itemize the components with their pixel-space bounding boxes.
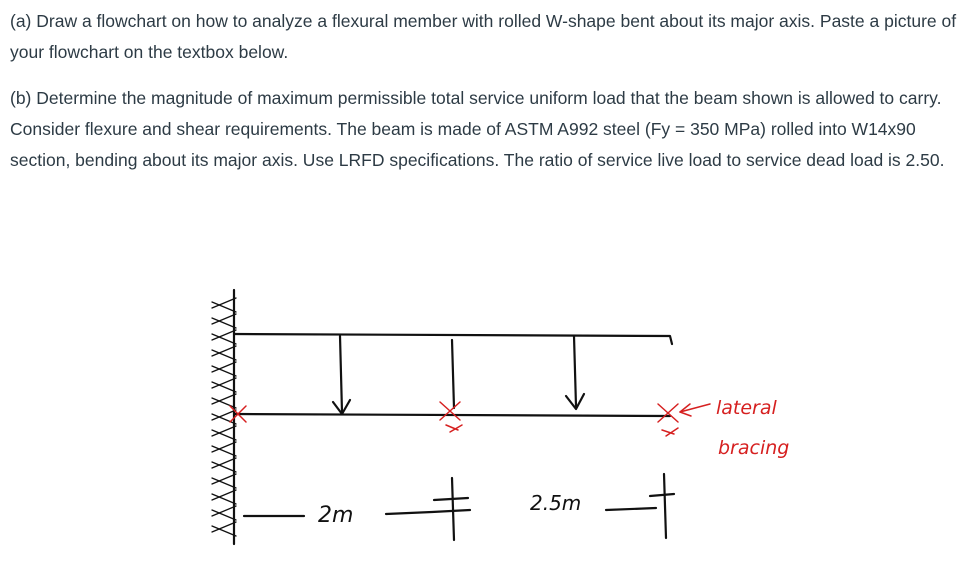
question-part-b: (b) Determine the magnitude of maximum p… — [10, 88, 945, 170]
lateral-bracing-mark — [439, 401, 463, 433]
load-arrow — [564, 334, 586, 411]
dim-label-left: 2m — [318, 503, 353, 528]
load-arrow — [450, 338, 456, 410]
load-line — [232, 332, 674, 346]
beam-sketch: 2m 2.5m lateral bracing — [211, 288, 789, 546]
dim-label-right: 2.5m — [530, 491, 581, 515]
bracing-pointer-arrow — [679, 403, 711, 417]
annotation-lateral: lateral — [716, 397, 778, 419]
lateral-bracing-mark — [229, 405, 247, 423]
beam — [232, 412, 672, 418]
load-arrow — [331, 334, 352, 416]
dimension-line — [242, 472, 676, 542]
question-part-a: (a) Draw a flowchart on how to analyze a… — [10, 11, 957, 62]
lateral-bracing-mark — [657, 403, 679, 437]
annotation-bracing: bracing — [718, 437, 789, 459]
fixed-support-wall — [211, 288, 237, 546]
